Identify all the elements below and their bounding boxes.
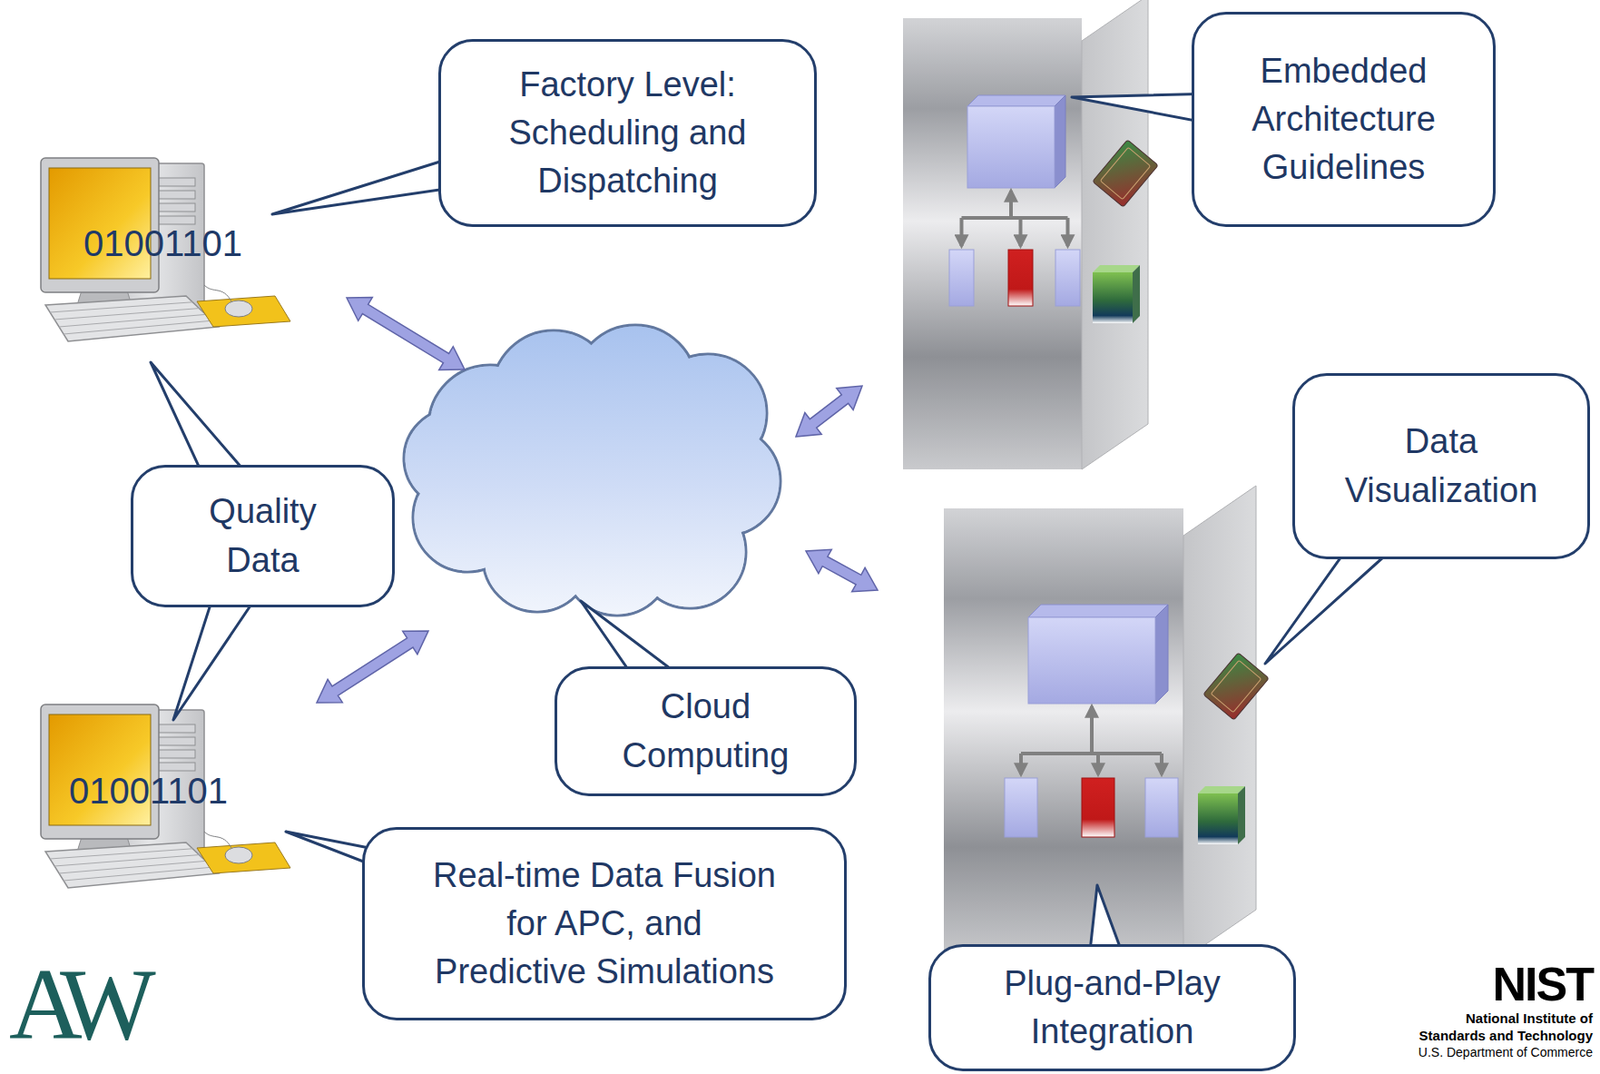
mouse-cable xyxy=(204,284,232,302)
logo-text: U.S. Department of Commerce xyxy=(1418,1045,1593,1059)
drive-bay xyxy=(157,749,196,758)
cube-icon xyxy=(1197,785,1246,794)
module-link xyxy=(1159,753,1164,775)
logo-text: National Institute of xyxy=(1465,1011,1593,1025)
network-arrow xyxy=(316,297,878,703)
callout-text: Data Visualization xyxy=(1316,417,1566,514)
module-link xyxy=(1020,751,1162,756)
keyboard-keys xyxy=(54,308,199,320)
sub-module xyxy=(1145,777,1178,837)
keyboard xyxy=(45,295,219,342)
module-link xyxy=(1009,190,1013,218)
callout-box: Factory Level: Scheduling and Dispatchin… xyxy=(438,39,817,227)
module-link xyxy=(1019,753,1023,775)
network-arrow xyxy=(795,385,863,437)
logo-text: Standards and Technology xyxy=(1419,1028,1593,1042)
chip-icon xyxy=(1099,147,1150,199)
sub-module xyxy=(949,249,974,306)
callout-box: Embedded Architecture Guidelines xyxy=(1191,11,1496,227)
module-box xyxy=(1054,95,1066,188)
callout-text: Plug-and-Play Integration xyxy=(952,959,1272,1056)
module-link xyxy=(1019,217,1023,246)
callout-box: Plug-and-Play Integration xyxy=(928,943,1296,1071)
cloud-shape xyxy=(482,364,698,580)
cabinet-side xyxy=(1081,0,1149,470)
monitor-screen xyxy=(49,167,151,279)
cube-icon xyxy=(1092,272,1133,324)
cube-icon xyxy=(1197,793,1238,845)
sub-module xyxy=(1008,249,1033,306)
sub-module xyxy=(1004,777,1038,837)
module-link xyxy=(961,215,1069,220)
sub-module xyxy=(1055,249,1080,306)
module-box xyxy=(967,106,1055,188)
sub-module xyxy=(1081,777,1115,837)
keyboard-keys xyxy=(63,866,213,881)
module-box xyxy=(1028,617,1156,704)
callout-text: Embedded Architecture Guidelines xyxy=(1216,47,1472,193)
module-box xyxy=(967,95,1066,107)
network-arrow xyxy=(346,297,465,371)
callout-box: Quality Data xyxy=(130,464,395,608)
module-link xyxy=(1089,706,1094,754)
module-box xyxy=(1155,604,1169,704)
drive-bay xyxy=(157,762,196,771)
module-link xyxy=(1096,753,1100,775)
callout-text: Factory Level: Scheduling and Dispatchin… xyxy=(462,60,793,207)
mouse xyxy=(225,846,253,864)
cube-icon xyxy=(1237,785,1246,845)
screen-code: 01001101 xyxy=(83,225,243,262)
logo-text: AW xyxy=(9,952,142,1055)
network-arrow xyxy=(805,549,878,591)
control-cabinet xyxy=(903,0,1159,470)
cabinet-front xyxy=(903,18,1082,470)
logo-text: NIST xyxy=(1492,960,1593,1008)
keyboard-keys xyxy=(54,854,199,866)
drive-bay xyxy=(157,215,196,225)
keyboard-keys xyxy=(58,860,207,874)
callout-text: Quality Data xyxy=(178,487,347,584)
module-link xyxy=(1066,217,1070,246)
keyboard-keys xyxy=(63,320,213,334)
computer-icon xyxy=(40,157,291,342)
callout-text: Real-time Data Fusion for APC, and Predi… xyxy=(428,851,781,997)
keyboard xyxy=(45,842,219,888)
cube-icon xyxy=(1132,265,1140,324)
callout-box: Cloud Computing xyxy=(554,666,857,796)
chip-icon xyxy=(1210,659,1261,712)
computer-icon xyxy=(40,704,291,888)
chip-icon xyxy=(1203,652,1269,720)
mouse-cable xyxy=(204,831,232,848)
mouse xyxy=(225,300,253,317)
drive-bay xyxy=(157,203,196,212)
drive-bay xyxy=(157,736,196,746)
monitor xyxy=(40,704,159,839)
keyboard-keys xyxy=(58,314,207,327)
chip-icon xyxy=(1092,139,1159,207)
cube-icon xyxy=(1092,265,1140,273)
callout-box: Real-time Data Fusion for APC, and Predi… xyxy=(362,826,847,1021)
chip-icon xyxy=(1203,652,1269,720)
drive-bay xyxy=(157,177,196,187)
module-link xyxy=(960,217,964,246)
callout-box: Data Visualization xyxy=(1292,373,1591,560)
drive-bay xyxy=(157,724,196,733)
chip-icon xyxy=(1092,139,1159,207)
callout-text: Cloud Computing xyxy=(611,682,800,779)
control-cabinet xyxy=(943,485,1269,960)
screen-code: 01001101 xyxy=(68,772,228,809)
network-arrow xyxy=(316,630,429,703)
mouse-pad xyxy=(196,295,291,327)
cabinet-front xyxy=(943,508,1184,960)
mouse-pad xyxy=(196,842,291,874)
drive-bay xyxy=(157,190,196,199)
module-box xyxy=(1028,604,1169,618)
cabinet-side xyxy=(1183,485,1257,960)
